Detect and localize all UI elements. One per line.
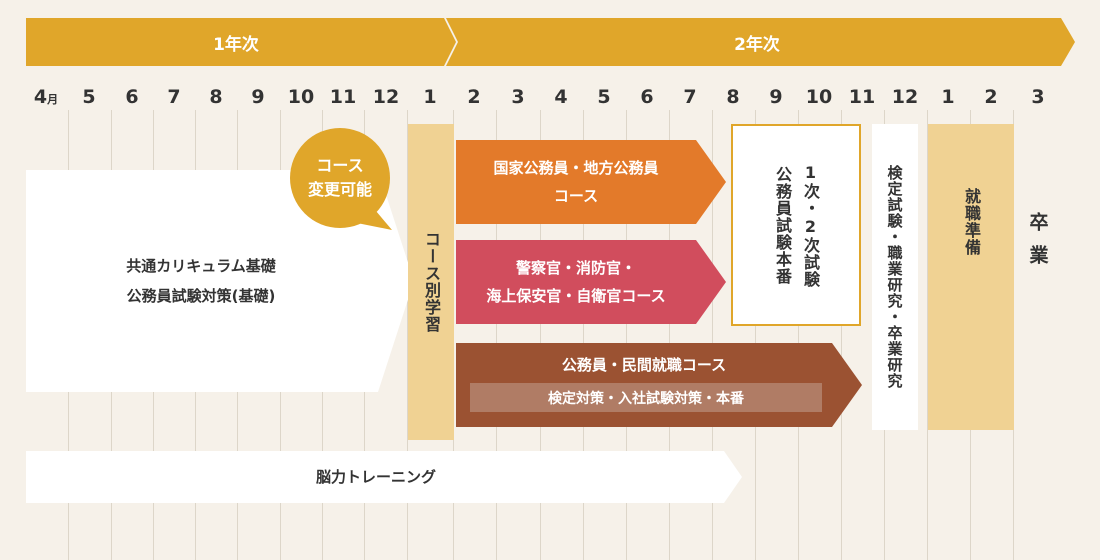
exam-main-label: 公務員試験本番 <box>773 165 792 285</box>
brain-training-label: 脳力トレーニング <box>315 468 436 486</box>
foundation-line1: 共通カリキュラム基礎 <box>126 257 276 275</box>
exam-box: 公務員試験本番 1次・2次試験 <box>731 124 861 326</box>
grid-line <box>712 110 713 560</box>
foundation-arrow <box>26 170 414 392</box>
grid-line <box>755 110 756 560</box>
year2-arrow <box>446 18 1075 66</box>
year1-label: 1年次 <box>213 34 259 55</box>
grid-line <box>407 110 408 560</box>
research-column: 検定試験・職業研究・卒業研究 <box>872 124 918 430</box>
grid-line <box>496 110 497 560</box>
month-label: 12 <box>372 86 400 108</box>
private-course-sub: 検定対策・入社試験対策・本番 <box>548 390 744 407</box>
course-change-bubble <box>290 128 392 230</box>
grid-line <box>626 110 627 560</box>
month-label: 4 <box>554 86 568 108</box>
grid-line <box>927 110 928 560</box>
year1-arrow <box>26 18 456 66</box>
month-label: 9 <box>251 86 265 108</box>
research-label: 検定試験・職業研究・卒業研究 <box>885 165 904 389</box>
month-label: 5 <box>82 86 96 108</box>
month-label: 2 <box>467 86 481 108</box>
course-study-column: コース別学習 <box>408 124 454 440</box>
month-label: 9 <box>769 86 783 108</box>
national-course-line1: 国家公務員・地方公務員 <box>493 159 659 177</box>
brain-training-arrow <box>26 451 742 503</box>
month-label: 1 <box>941 86 955 108</box>
graduation-label: 卒業 <box>1026 212 1049 278</box>
job-prep-label: 就職準備 <box>962 188 981 256</box>
national-course-line2: コース <box>553 187 599 205</box>
bubble-text: コース 変更可能 <box>292 140 388 216</box>
month-label: 10 <box>805 86 833 108</box>
graduation-column: 卒業 <box>1018 212 1058 330</box>
job-prep-column: 就職準備 <box>928 124 1014 430</box>
month-label: 2 <box>984 86 998 108</box>
month-label: 7 <box>683 86 697 108</box>
month-label: 6 <box>640 86 654 108</box>
year2-label: 2年次 <box>734 34 780 55</box>
bubble-line2: 変更可能 <box>307 180 372 199</box>
exam-sub-label: 1次・2次試験 <box>801 162 820 288</box>
month-label: 10 <box>287 86 315 108</box>
month-label: 8 <box>726 86 740 108</box>
grid-line <box>798 110 799 560</box>
police-course-label: 警察官・消防官・ 海上保安官・自衛官コース <box>456 240 696 324</box>
national-course-label: 国家公務員・地方公務員 コース <box>456 140 696 224</box>
grid-line <box>669 110 670 560</box>
month-label: 3 <box>1031 86 1045 108</box>
private-course-sub-box: 検定対策・入社試験対策・本番 <box>470 383 822 412</box>
grid-line <box>540 110 541 560</box>
grid-line <box>841 110 842 560</box>
course-study-label: コース別学習 <box>422 231 441 333</box>
police-course-line2: 海上保安官・自衛官コース <box>486 287 666 305</box>
police-course-arrow <box>456 240 726 324</box>
grid-line <box>583 110 584 560</box>
year-header <box>26 18 1075 66</box>
national-course-arrow <box>456 140 726 224</box>
month-label: 11 <box>329 86 357 108</box>
foundation-line2: 公務員試験対策(基礎) <box>126 287 276 305</box>
month-label: 3 <box>511 86 525 108</box>
month-label: 12 <box>891 86 919 108</box>
private-course-title: 公務員・民間就職コース <box>561 356 727 374</box>
month-label: 4月 <box>33 86 59 108</box>
month-label: 1 <box>423 86 437 108</box>
month-label: 7 <box>167 86 181 108</box>
foundation-label: 共通カリキュラム基礎 公務員試験対策(基礎) <box>26 170 376 392</box>
month-label: 8 <box>209 86 223 108</box>
month-label: 11 <box>848 86 876 108</box>
month-label: 6 <box>125 86 139 108</box>
month-label: 5 <box>597 86 611 108</box>
police-course-line1: 警察官・消防官・ <box>515 259 636 277</box>
bubble-line1: コース <box>316 156 364 175</box>
